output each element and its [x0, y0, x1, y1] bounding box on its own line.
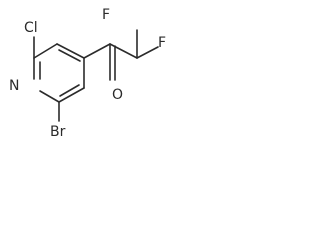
molecule-diagram: Cl N Br O F F [9, 7, 166, 140]
bond-c3-c4 [56, 43, 85, 59]
chemical-structure-canvas: Cl N Br O F F [0, 0, 201, 156]
bond-c4-carbonyl [83, 43, 111, 59]
bond-c2-c3 [33, 43, 58, 59]
atom-label-br: Br [50, 124, 66, 140]
atom-label-f-top: F [102, 7, 110, 23]
bond-c3-c4-double [58, 49, 81, 62]
bond-c5-c6-double [59, 84, 80, 97]
atom-label-o: O [112, 87, 123, 103]
atom-label-f-right: F [158, 35, 166, 51]
atom-labels: Cl N Br O F F [9, 7, 166, 140]
bonds [33, 29, 159, 122]
bond-carbonyl-chf2 [109, 43, 138, 59]
bond-c6-n1 [39, 90, 60, 103]
atom-label-cl: Cl [24, 20, 38, 36]
atom-label-n: N [9, 78, 19, 94]
bond-chf2-f2 [136, 46, 159, 59]
bond-c5-c6 [58, 87, 85, 103]
